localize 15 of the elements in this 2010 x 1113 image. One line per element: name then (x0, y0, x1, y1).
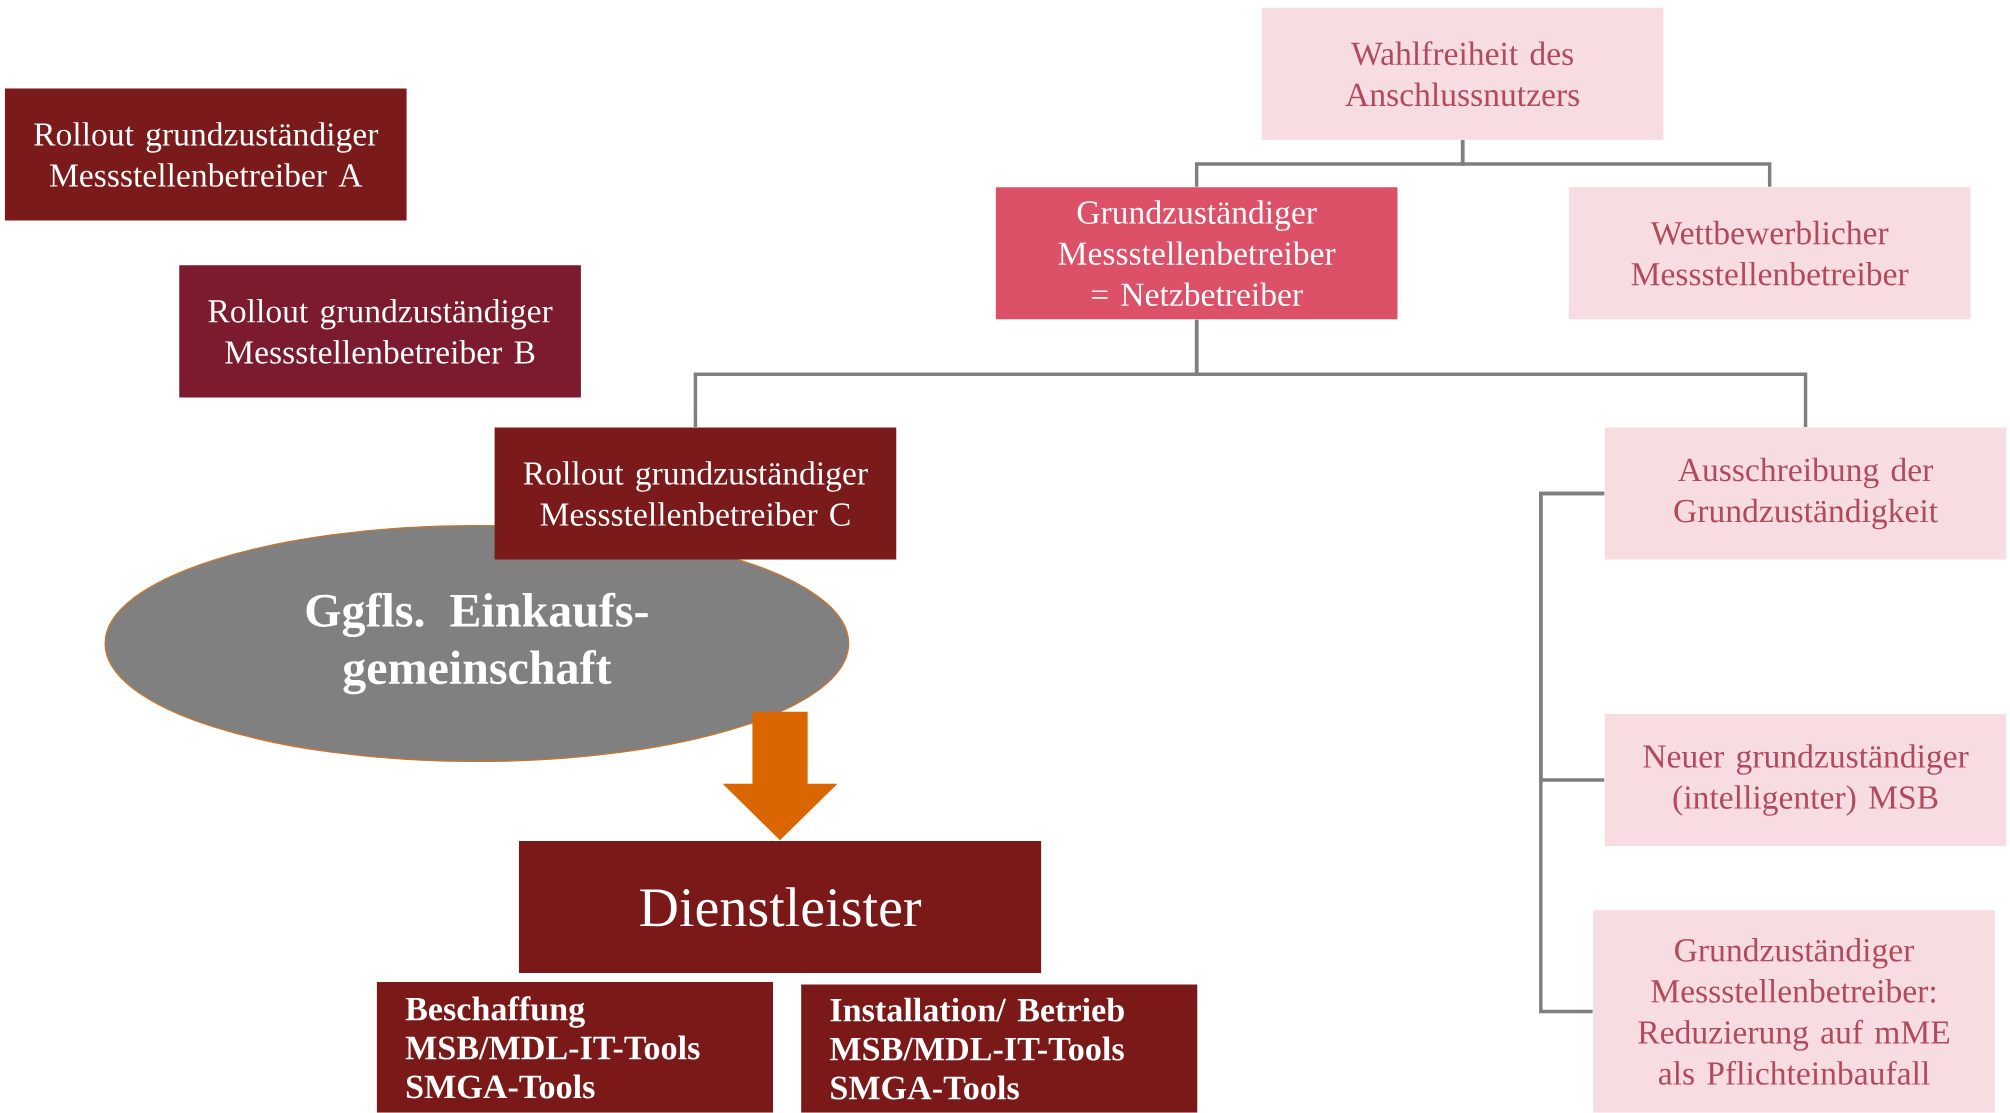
process-box: Grundzuständiger Messstellenbetreiber: Reduzierung auf mME als Pflichteinbaufall (1593, 910, 1995, 1113)
process-box: Dienstleister (518, 841, 1042, 974)
process-box: Wahlfreiheit des Anschlussnutzers (1261, 7, 1664, 140)
task-box: Installation/ Betrieb MSB/MDL-IT-Tools SMGA-Tools (801, 984, 1198, 1113)
process-box: Rollout grundzuständiger Messstellenbetreiber C (494, 427, 897, 560)
process-box: Grundzuständiger Messstellenbetreiber = Netzbetreiber (995, 187, 1398, 320)
process-box: Neuer grundzuständiger (intelligenter) MSB (1604, 714, 2007, 847)
connector-line (1460, 140, 1772, 187)
connector-line (1194, 319, 1808, 428)
process-box: Rollout grundzuständiger Messstellenbetreiber B (179, 265, 581, 398)
process-box: Wettbewerblicher Messstellenbetreiber (1568, 187, 1971, 320)
connector-line (1539, 491, 1605, 1014)
task-box: Beschaffung MSB/MDL-IT-Tools SMGA-Tools (376, 982, 773, 1113)
process-box: Ausschreibung der Grundzuständigkeit (1604, 427, 2007, 560)
process-box: Rollout grundzuständiger Messstellenbetreiber A (4, 88, 407, 221)
